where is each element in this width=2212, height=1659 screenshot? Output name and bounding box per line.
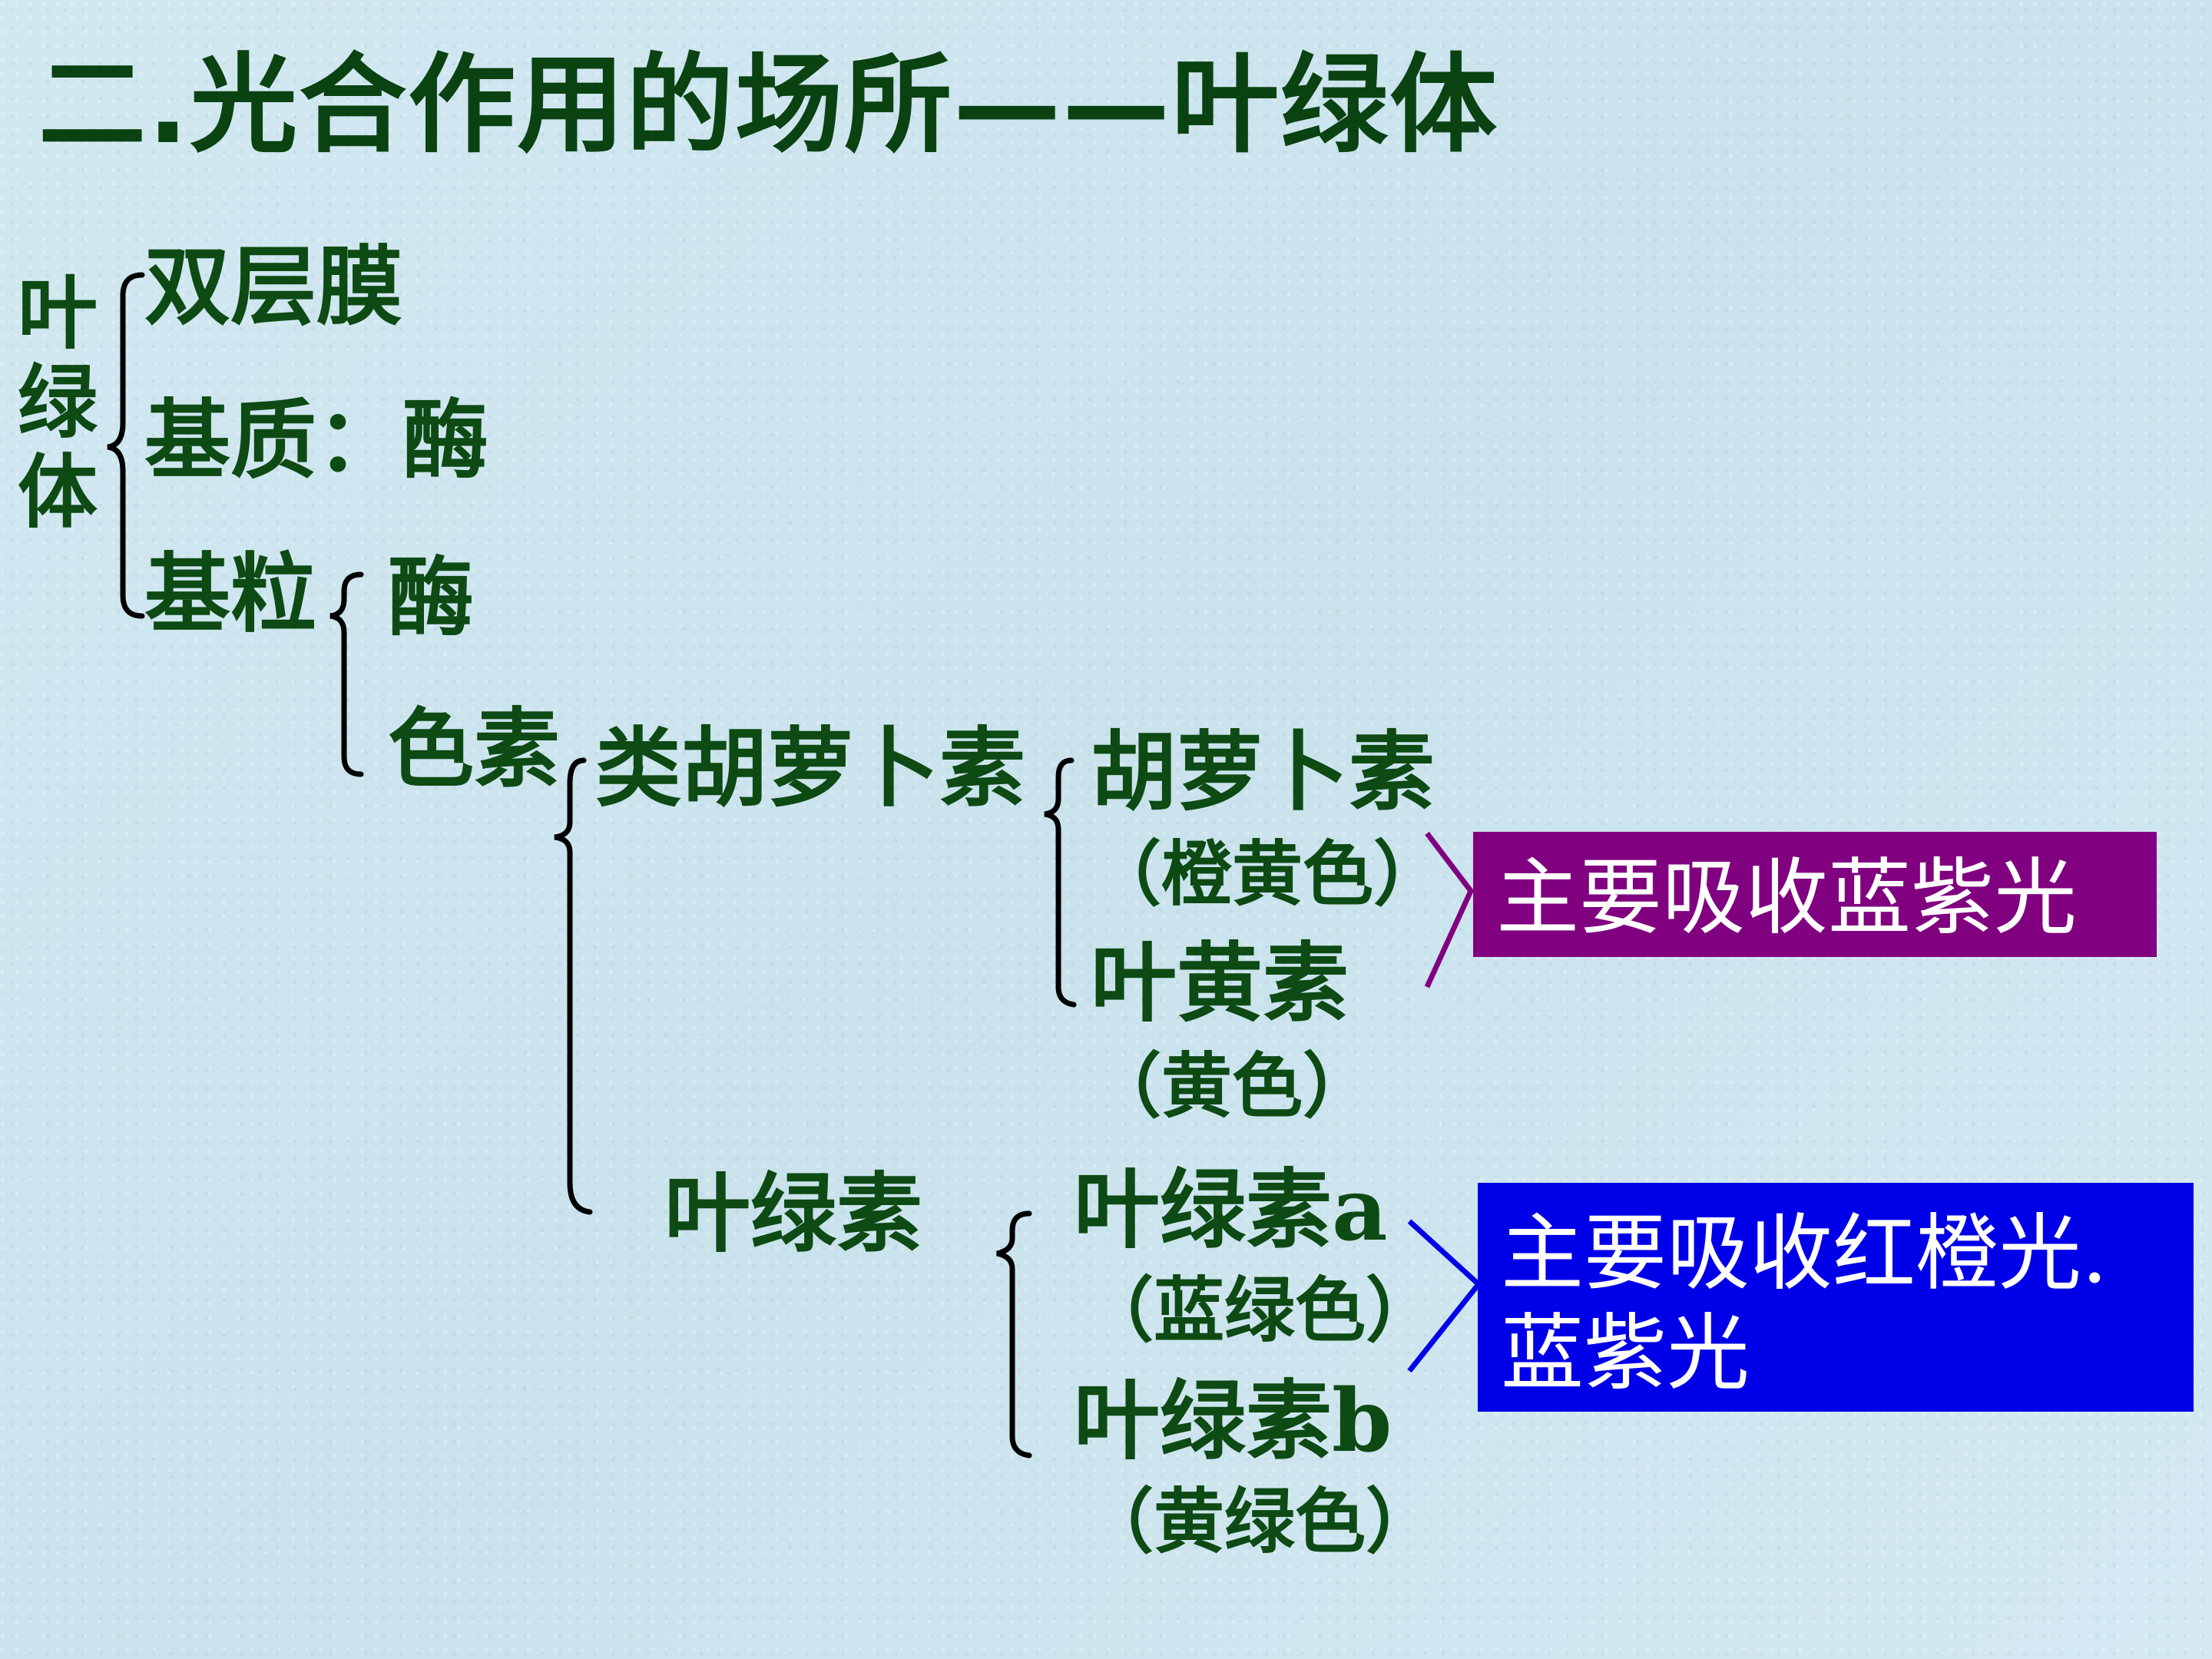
- membrane-label: 双层膜: [144, 237, 402, 337]
- carotenoid-absorption-connector: [1424, 831, 1475, 988]
- pigment-label: 色素: [388, 699, 560, 800]
- stroma-label: 基质：酶: [144, 390, 488, 491]
- chlorophyll-absorption-box: 主要吸收红橙光. 蓝紫光: [1478, 1183, 2194, 1412]
- grana-label: 基粒: [144, 544, 316, 644]
- xanthophyll-label: 叶黄素: [1091, 933, 1349, 1034]
- pigment-brace: [554, 757, 593, 1215]
- chlorophyll-absorption-connector: [1407, 1219, 1482, 1373]
- grana-enzyme-label: 酶: [388, 548, 474, 648]
- chlorophyll-brace: [996, 1210, 1032, 1459]
- chlorophyll-b-label: 叶绿素b: [1074, 1371, 1392, 1472]
- grana-brace: [329, 571, 364, 777]
- carotene-label: 胡萝卜素: [1091, 722, 1435, 823]
- root-brace: [107, 272, 145, 619]
- root-label: 叶绿体: [17, 266, 98, 539]
- chlorophyll-b-color: （黄绿色）: [1083, 1480, 1437, 1563]
- carotene-color: （橙黄色）: [1091, 833, 1445, 916]
- carotenoid-absorption-box: 主要吸收蓝紫光: [1473, 832, 2157, 957]
- xanthophyll-color: （黄色）: [1091, 1045, 1374, 1128]
- page-title: 二.光合作用的场所——叶绿体: [38, 43, 1499, 168]
- carotenoid-brace: [1044, 757, 1077, 1008]
- chlorophyll-group-label: 叶绿素: [664, 1164, 922, 1264]
- chlorophyll-a-label: 叶绿素a: [1074, 1160, 1388, 1260]
- chlorophyll-a-color: （蓝绿色）: [1083, 1269, 1437, 1352]
- carotenoid-group-label: 类胡萝卜素: [595, 718, 1025, 819]
